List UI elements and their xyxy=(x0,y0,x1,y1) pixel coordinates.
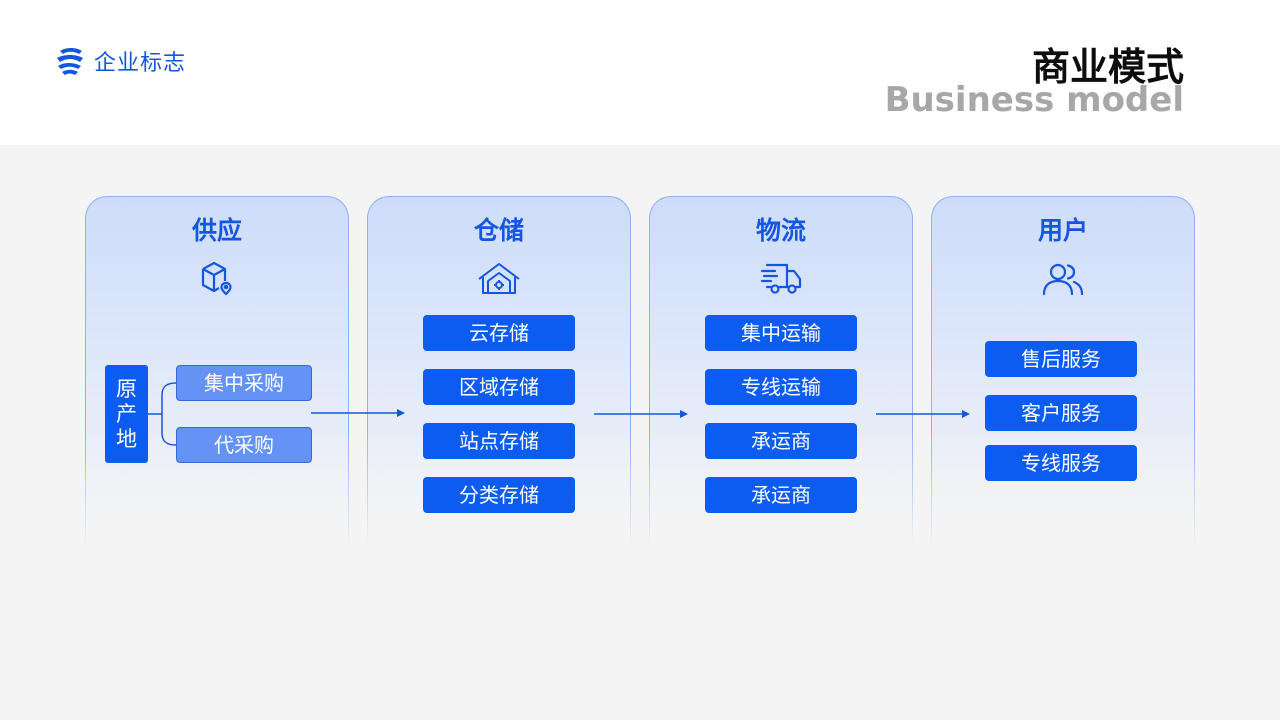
logistics-item[interactable]: 承运商 xyxy=(705,423,857,459)
storage-item[interactable]: 区域存储 xyxy=(423,369,575,405)
logo-icon xyxy=(57,48,83,75)
warehouse-icon xyxy=(478,263,520,294)
users-item[interactable]: 售后服务 xyxy=(985,341,1137,377)
delivery-truck-icon xyxy=(760,263,802,294)
column-users: 用户 xyxy=(931,196,1195,550)
storage-item[interactable]: 站点存储 xyxy=(423,423,575,459)
column-title: 供应 xyxy=(191,216,242,245)
origin-label: 原产地 xyxy=(116,376,137,451)
package-location-icon xyxy=(201,261,232,296)
page-subtitle: Business model xyxy=(884,80,1184,120)
logo-text: 企业标志 xyxy=(94,51,187,76)
storage-item[interactable]: 分类存储 xyxy=(423,477,575,513)
origin-box[interactable]: 原产地 xyxy=(105,365,148,463)
column-title: 用户 xyxy=(1037,216,1088,245)
logo[interactable]: 企业标志 xyxy=(54,44,186,78)
logistics-item[interactable]: 集中运输 xyxy=(705,315,857,351)
column-title: 仓储 xyxy=(473,216,524,245)
logistics-item[interactable]: 专线运输 xyxy=(705,369,857,405)
logistics-item[interactable]: 承运商 xyxy=(705,477,857,513)
storage-item[interactable]: 云存储 xyxy=(423,315,575,351)
column-title: 物流 xyxy=(755,216,806,245)
column-logistics: 物流 xyxy=(649,196,913,550)
header: 企业标志 商业模式 Business model xyxy=(0,0,1280,145)
page-title: 商业模式 xyxy=(1031,45,1184,89)
users-icon xyxy=(1042,263,1084,296)
supply-item[interactable]: 集中采购 xyxy=(176,365,312,401)
users-item[interactable]: 专线服务 xyxy=(985,445,1137,481)
supply-item[interactable]: 代采购 xyxy=(176,427,312,463)
users-item[interactable]: 客户服务 xyxy=(985,395,1137,431)
